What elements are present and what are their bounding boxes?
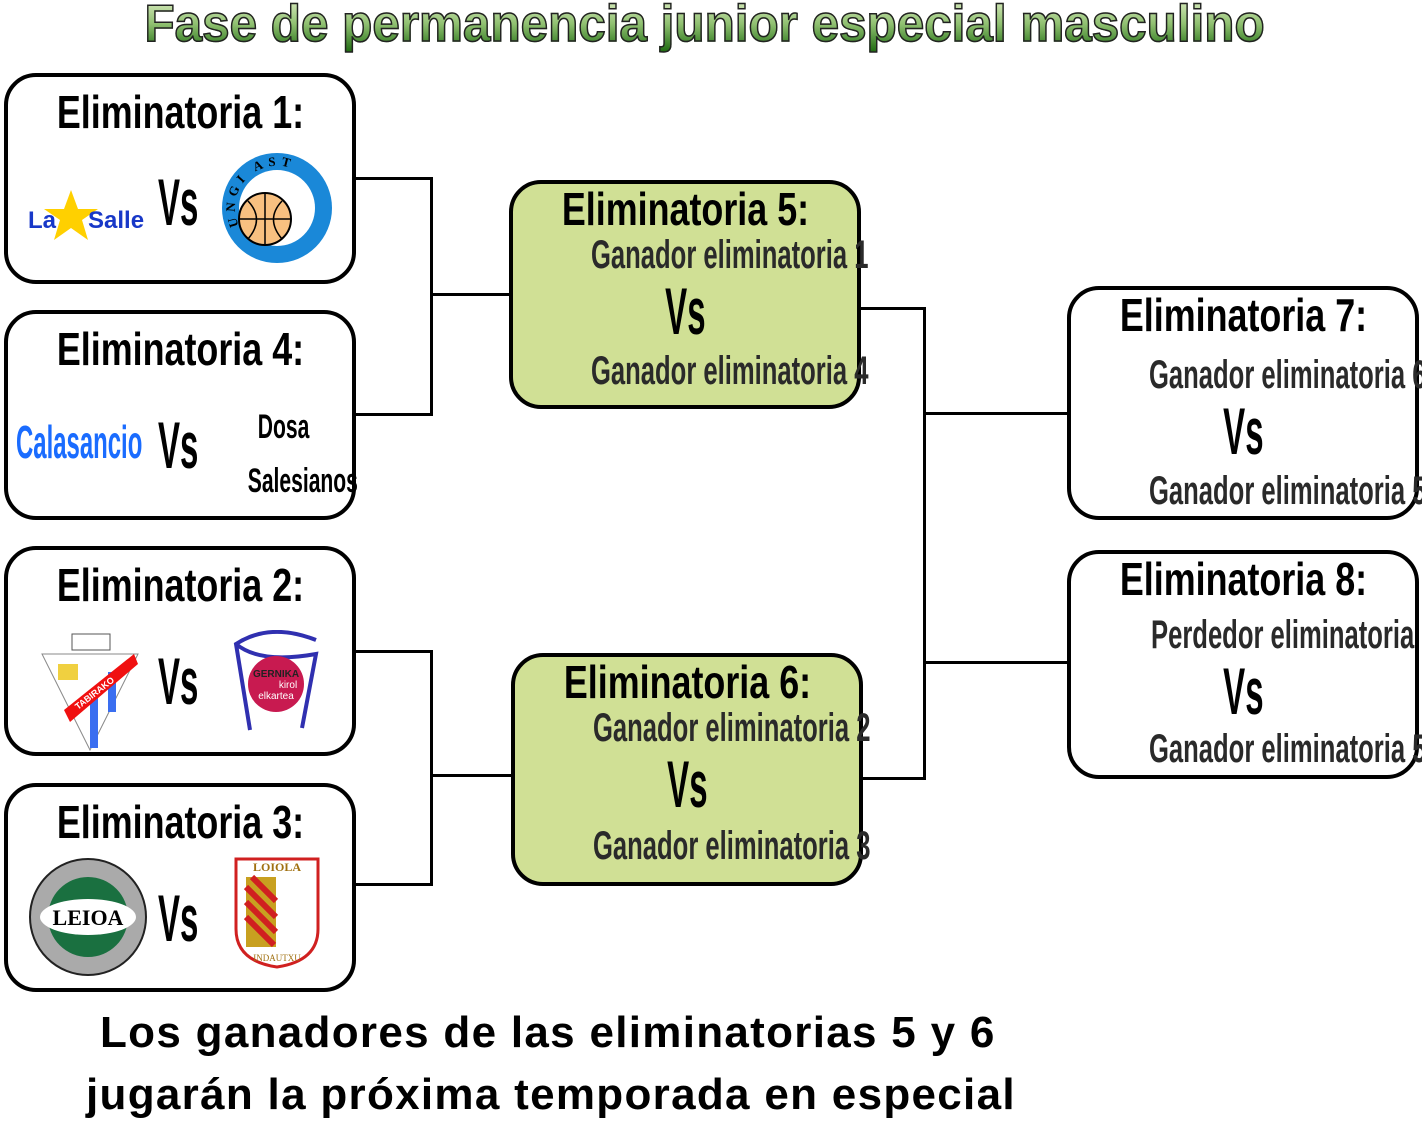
match-box-8: Eliminatoria 8: Perdedor eliminatoria 6 …	[1067, 550, 1422, 779]
team-calasancio: Calasancio	[16, 416, 143, 468]
match-heading: Eliminatoria 8:	[1119, 553, 1367, 605]
vs-label: Vs	[158, 165, 199, 239]
team-dosa: Dosa	[258, 408, 310, 446]
match-box-3: Eliminatoria 3: LEIOA Vs LOIOLA INDAUTXU	[4, 783, 356, 992]
match-line: Perdedor eliminatoria 6	[1151, 613, 1422, 657]
match-heading: Eliminatoria 1:	[56, 86, 304, 138]
connector	[355, 650, 433, 653]
match-line: Ganador eliminatoria 2	[593, 706, 871, 750]
connector	[860, 307, 926, 310]
svg-text:La: La	[28, 207, 57, 234]
leioa-logo: LEIOA	[28, 857, 148, 982]
footer-line-1: Los ganadores de las eliminatorias 5 y 6	[100, 1008, 996, 1057]
match-heading: Eliminatoria 7:	[1119, 289, 1367, 341]
connector	[355, 177, 433, 180]
vs-label: Vs	[664, 274, 706, 348]
svg-text:elkartea: elkartea	[258, 691, 294, 702]
svg-text:GERNIKA: GERNIKA	[253, 669, 299, 680]
match-box-6: Eliminatoria 6: Ganador eliminatoria 2 V…	[511, 653, 870, 886]
match-box-4: Eliminatoria 4: Calasancio Vs Dosa Sales…	[4, 310, 358, 520]
loiola-logo: LOIOLA INDAUTXU	[234, 857, 320, 974]
connector	[355, 883, 433, 886]
match-heading: Eliminatoria 2:	[56, 559, 304, 611]
match-line: Ganador eliminatoria 4	[591, 349, 869, 393]
svg-text:LEIOA: LEIOA	[53, 905, 124, 930]
match-box-5: Eliminatoria 5: Ganador eliminatoria 1 V…	[509, 180, 868, 409]
vs-label: Vs	[158, 408, 199, 482]
match-line: Ganador eliminatoria 5	[1149, 469, 1422, 513]
team-salesianos: Salesianos	[247, 462, 358, 500]
page-title: Fase de permanencia junior especial masc…	[144, 0, 1266, 53]
connector	[430, 177, 433, 416]
lasalle-logo: La Salle	[26, 185, 156, 245]
connector	[430, 774, 512, 777]
match-line: Ganador eliminatoria 5	[1149, 727, 1422, 771]
match-line: Ganador eliminatoria 1	[591, 233, 869, 277]
svg-text:LOIOLA: LOIOLA	[253, 860, 301, 874]
ungi-ast-logo: Ungi Ast	[220, 151, 334, 270]
svg-text:Salle: Salle	[88, 207, 144, 234]
connector	[923, 307, 926, 780]
match-box-2: Eliminatoria 2: TABIRAKO Vs GERNIKA kiro…	[4, 546, 356, 756]
vs-label: Vs	[158, 881, 199, 955]
match-heading: Eliminatoria 6:	[563, 656, 811, 708]
svg-text:INDAUTXU: INDAUTXU	[253, 953, 301, 963]
tabirako-logo: TABIRAKO	[38, 632, 143, 757]
match-line: Ganador eliminatoria 6	[1149, 353, 1422, 397]
connector	[860, 777, 926, 780]
match-heading: Eliminatoria 3:	[56, 796, 304, 848]
svg-text:kirol: kirol	[279, 680, 297, 691]
vs-label: Vs	[1222, 654, 1264, 728]
connector	[923, 412, 1070, 415]
match-line: Ganador eliminatoria 3	[593, 824, 871, 868]
connector	[430, 650, 433, 886]
connector	[355, 413, 433, 416]
match-heading: Eliminatoria 4:	[56, 323, 304, 375]
footer-line-2: jugarán la próxima temporada en especial	[86, 1070, 1016, 1119]
match-box-1: Eliminatoria 1: La Salle Vs Ungi Ast	[4, 73, 356, 284]
connector	[923, 661, 1070, 664]
vs-label: Vs	[158, 644, 199, 718]
vs-label: Vs	[666, 747, 708, 821]
vs-label: Vs	[1222, 394, 1264, 468]
gernika-logo: GERNIKA kirol elkartea	[230, 630, 322, 740]
match-heading: Eliminatoria 5:	[561, 183, 809, 235]
match-box-7: Eliminatoria 7: Ganador eliminatoria 6 V…	[1067, 286, 1422, 520]
page-title-wrap: Fase de permanencia junior especial masc…	[0, 0, 1410, 65]
connector	[430, 293, 512, 296]
